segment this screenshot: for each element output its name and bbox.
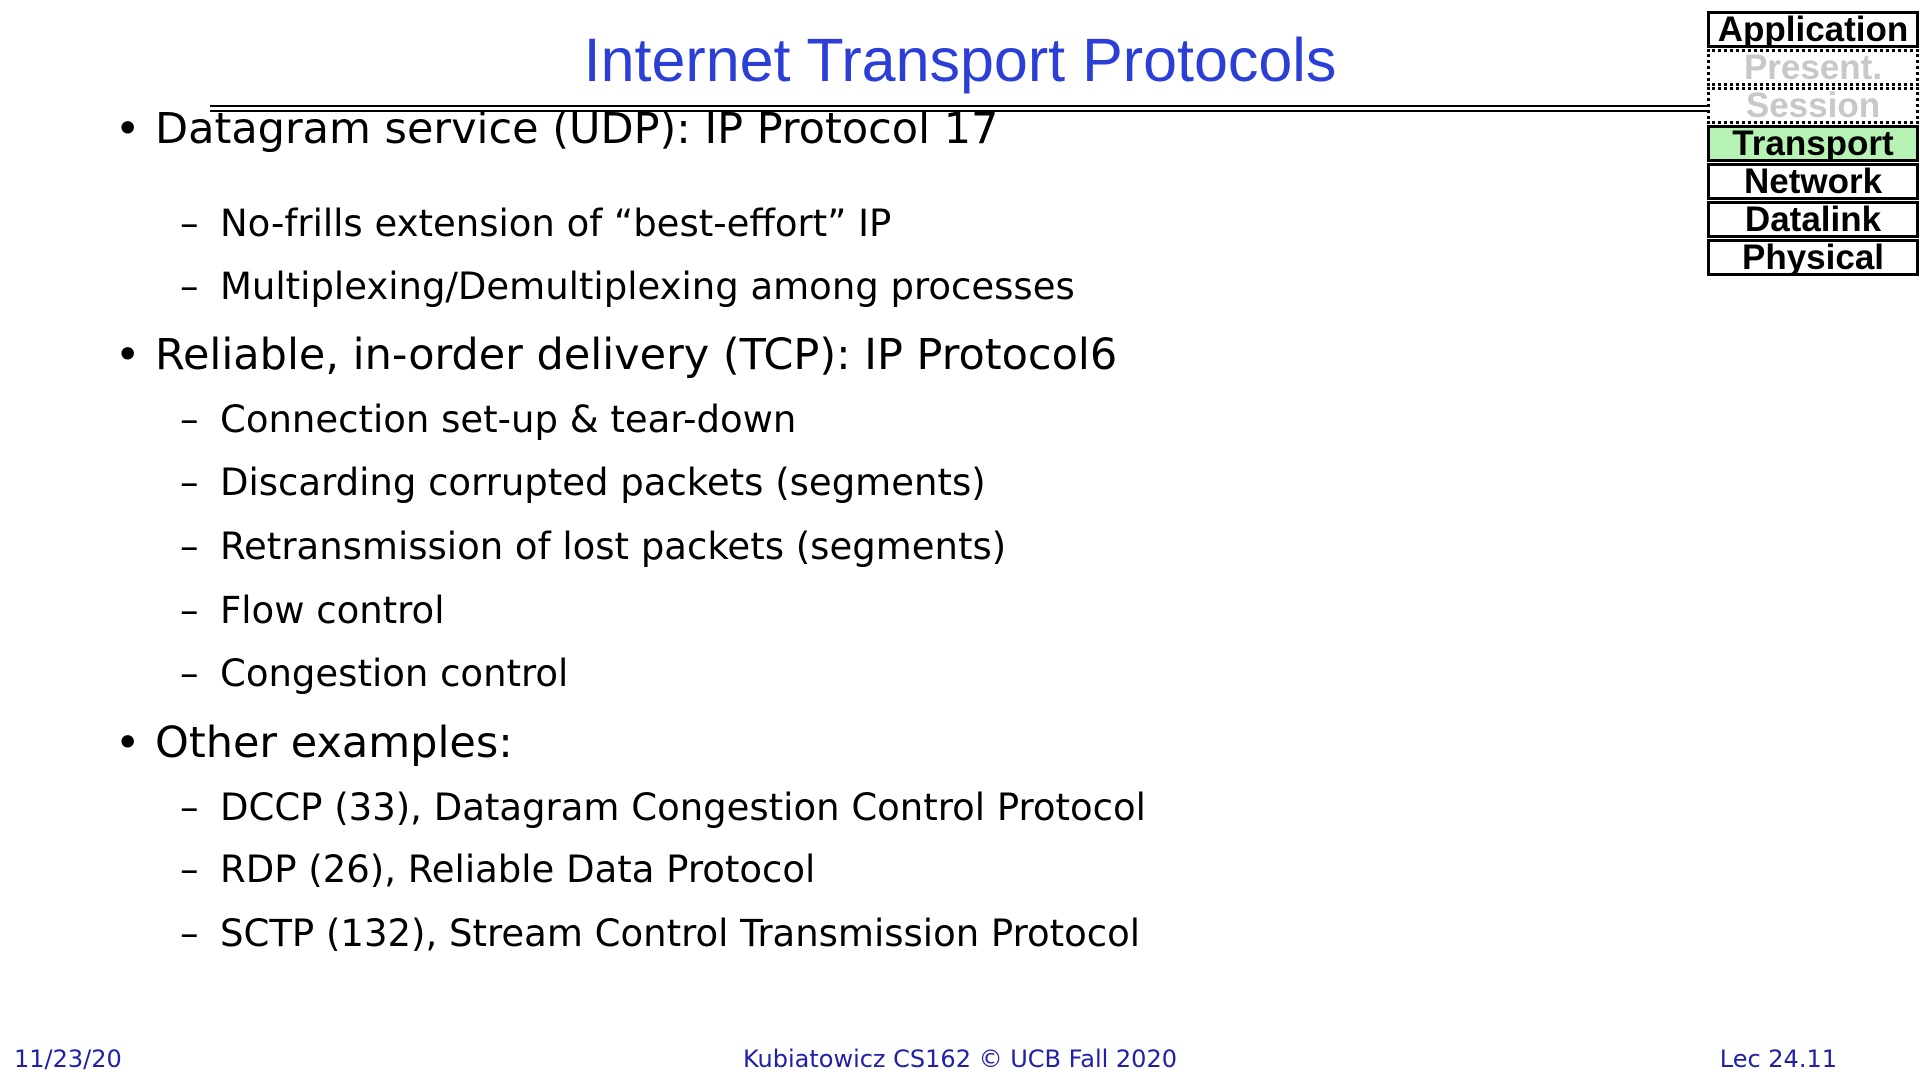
sub-bullet-text: SCTP (132), Stream Control Transmission … — [220, 912, 1141, 955]
footer-lecture: Lec 24.11 — [1719, 1045, 1837, 1073]
bullet-glyph: • — [115, 718, 141, 768]
sub-bullet-text: Multiplexing/Demultiplexing among proces… — [220, 265, 1075, 308]
sub-bullet-text: Connection set-up & tear-down — [220, 398, 797, 441]
footer-date: 11/23/20 — [14, 1045, 122, 1073]
sub-bullet-item: –Discarding corrupted packets (segments) — [180, 458, 986, 508]
bullet-item: • Reliable, in-order delivery (TCP): IP P… — [115, 327, 1117, 383]
sub-bullet-item: –No-frills extension of “best-effort” IP — [180, 199, 891, 249]
sub-bullet-text: Retransmission of lost packets (segments… — [220, 525, 1007, 568]
sub-bullet-item: –Flow control — [180, 586, 444, 636]
sub-bullet-text: Discarding corrupted packets (segments) — [220, 461, 986, 504]
dash-glyph: – — [180, 652, 199, 695]
sub-bullet-item: –Congestion control — [180, 649, 568, 699]
dash-glyph: – — [180, 525, 199, 568]
layer-physical: Physical — [1707, 239, 1919, 276]
bullet-glyph: • — [115, 104, 141, 154]
sub-bullet-item: –DCCP (33), Datagram Congestion Control … — [180, 783, 1146, 833]
sub-bullet-item: –Multiplexing/Demultiplexing among proce… — [180, 262, 1075, 312]
footer-course: Kubiatowicz CS162 © UCB Fall 2020 — [742, 1045, 1177, 1073]
sub-bullet-text: DCCP (33), Datagram Congestion Control P… — [220, 786, 1146, 829]
sub-bullet-text: Flow control — [220, 589, 445, 632]
bullet-text: Other examples: — [155, 718, 513, 768]
layer-session: Session — [1707, 87, 1919, 124]
bullet-text: Datagram service (UDP): IP Protocol 17 — [155, 104, 999, 154]
slide-title: Internet Transport Protocols — [583, 26, 1337, 94]
sub-bullet-item: –RDP (26), Reliable Data Protocol — [180, 845, 815, 895]
layer-datalink: Datalink — [1707, 201, 1919, 238]
bullet-glyph: • — [115, 330, 141, 380]
layer-presentation: Present. — [1707, 49, 1919, 86]
sub-bullet-item: –SCTP (132), Stream Control Transmission… — [180, 909, 1140, 959]
sub-bullet-item: –Connection set-up & tear-down — [180, 395, 796, 445]
osi-layer-stack: Application Present. Session Transport N… — [1707, 11, 1919, 277]
bullet-text: Reliable, in-order delivery (TCP): IP Pr… — [155, 330, 1118, 380]
title-divider — [210, 105, 1710, 112]
dash-glyph: – — [180, 461, 199, 504]
sub-bullet-text: RDP (26), Reliable Data Protocol — [220, 848, 816, 891]
dash-glyph: – — [180, 265, 199, 308]
dash-glyph: – — [180, 912, 199, 955]
dash-glyph: – — [180, 848, 199, 891]
dash-glyph: – — [180, 589, 199, 632]
sub-bullet-text: Congestion control — [220, 652, 569, 695]
bullet-item: • Other examples: — [115, 715, 513, 771]
sub-bullet-item: –Retransmission of lost packets (segment… — [180, 522, 1006, 572]
bullet-item: • Datagram service (UDP): IP Protocol 17 — [115, 101, 998, 157]
dash-glyph: – — [180, 398, 199, 441]
layer-transport: Transport — [1707, 125, 1919, 162]
layer-application: Application — [1707, 11, 1919, 48]
dash-glyph: – — [180, 202, 199, 245]
sub-bullet-text: No-frills extension of “best-effort” IP — [220, 202, 892, 245]
layer-network: Network — [1707, 163, 1919, 200]
dash-glyph: – — [180, 786, 199, 829]
